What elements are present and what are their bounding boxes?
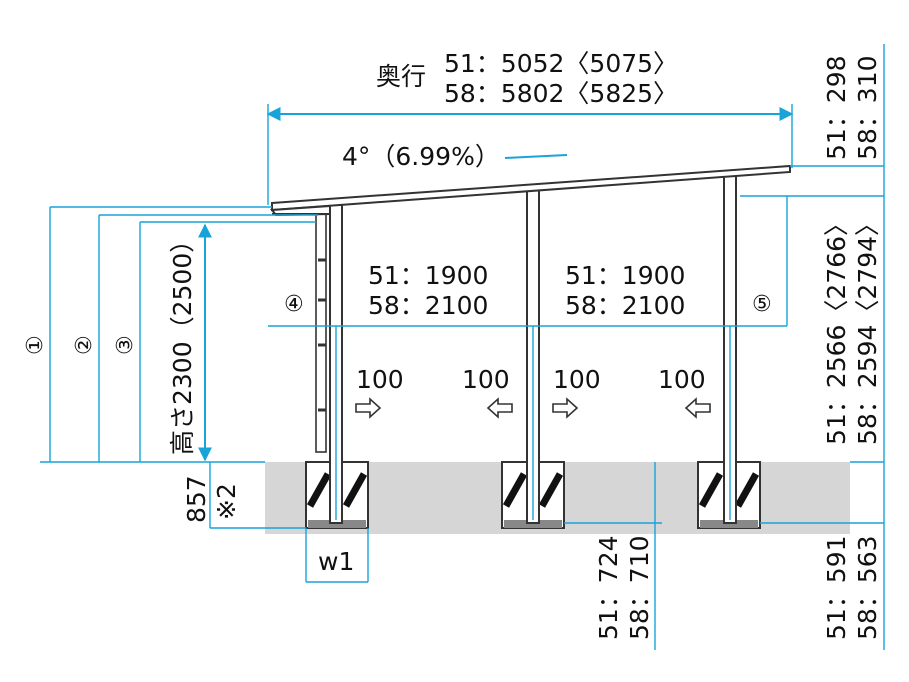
offset-4: 100 [658, 365, 706, 394]
marker-2: ② [72, 335, 97, 355]
height-label: 高さ2300（2500） [168, 228, 197, 455]
depth-line2: 58：5802〈5825〉 [444, 79, 678, 108]
bottom-mid-line2: 58：710 [625, 535, 654, 640]
right-top-line1: 51：298 [822, 55, 851, 160]
arrow-right-2 [552, 397, 579, 419]
bottom-mid-line1: 51：724 [594, 535, 623, 640]
depth-line1: 51：5052〈5075〉 [444, 49, 678, 78]
right-bottom-line1: 51：591 [822, 535, 851, 640]
marker-1: ① [23, 335, 48, 355]
circle-5-label: ⑤ [752, 292, 772, 317]
arrow-left-1 [486, 397, 513, 419]
right-top-line2: 58：310 [853, 55, 882, 160]
offset-3: 100 [553, 365, 601, 394]
dimension-lines [40, 44, 885, 650]
span-left-line1: 51：1900 [368, 261, 488, 290]
arrow-right-1 [355, 397, 382, 419]
offset-arrows [355, 397, 711, 419]
span-left-line2: 58：2100 [368, 291, 488, 320]
span-right-line2: 58：2100 [565, 291, 685, 320]
slope-label: 4°（6.99%） [342, 142, 500, 171]
ground-depth: 857 [182, 475, 211, 523]
arrow-left-2 [684, 397, 711, 419]
right-bottom-line2: 58：563 [853, 535, 882, 640]
right-mid-line1: 51：2566〈2766〉 [822, 211, 851, 445]
span-right-line1: 51：1900 [565, 261, 685, 290]
right-mid-line2: 58：2594〈2794〉 [853, 211, 882, 445]
offset-2: 100 [462, 365, 510, 394]
depth-prefix: 奥行 [376, 62, 426, 91]
circle-4-label: ④ [284, 292, 304, 317]
marker-3: ③ [113, 335, 138, 355]
w1-label: w1 [318, 547, 354, 576]
offset-1: 100 [356, 365, 404, 394]
note-mark: ※2 [212, 483, 241, 520]
